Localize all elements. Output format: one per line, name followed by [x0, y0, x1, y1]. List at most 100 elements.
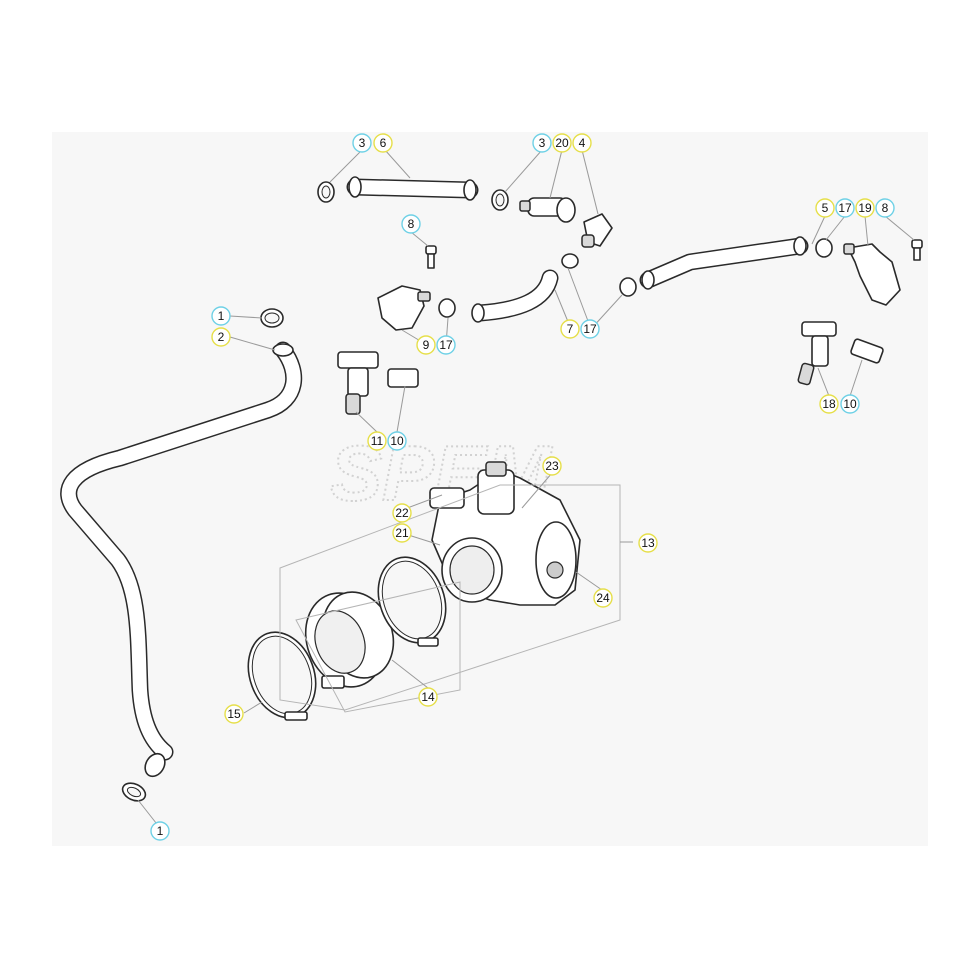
short-hose-part-7 [471, 269, 559, 323]
callout-c17a: 17 [436, 335, 456, 355]
fuel-rail-part-9 [377, 285, 431, 331]
screw-part-8-left [425, 245, 437, 269]
callout-c15: 15 [224, 704, 244, 724]
callout-number: 21 [395, 526, 409, 540]
callout-number: 22 [395, 506, 409, 520]
callout-c1a: 1 [211, 306, 231, 326]
callout-circle [552, 133, 572, 153]
callout-circle [392, 523, 412, 543]
callout-circle [373, 133, 393, 153]
callout-c17b: 17 [580, 319, 600, 339]
callout-number: 1 [157, 824, 164, 838]
callout-c14: 14 [418, 687, 438, 707]
callout-number: 11 [371, 434, 384, 448]
injector-connector-part-10-left [387, 368, 419, 388]
long-hose-part-2 [60, 341, 303, 778]
clamp-part-17-right [815, 238, 833, 258]
callout-circle [224, 704, 244, 724]
callout-c3b: 3 [532, 133, 552, 153]
callout-number: 14 [421, 690, 435, 704]
injector-connector-part-10-right [850, 338, 884, 364]
elbow-connector-part-4 [581, 213, 613, 248]
fuel-hose-right [639, 236, 809, 290]
intake-coupling-part-14 [304, 591, 395, 689]
callout-circle [593, 588, 613, 608]
callout-c20: 20 [552, 133, 572, 153]
fuel-rail-part-19 [843, 243, 901, 306]
hose-clamp-part-1-top [260, 308, 284, 328]
callout-c10b: 10 [387, 431, 407, 451]
callout-circle [580, 319, 600, 339]
throttle-body-part-13 [429, 461, 581, 606]
callout-number: 7 [567, 322, 574, 336]
callout-circle [572, 133, 592, 153]
callout-circle [387, 431, 407, 451]
callout-c2: 2 [211, 327, 231, 347]
callout-number: 4 [579, 136, 586, 150]
callout-circle [542, 456, 562, 476]
callout-circle [560, 319, 580, 339]
callout-c7: 7 [560, 319, 580, 339]
callout-circle [367, 431, 387, 451]
callout-circle [835, 198, 855, 218]
callout-c3a: 3 [352, 133, 372, 153]
callout-c18: 18 [819, 394, 839, 414]
callout-number: 19 [858, 201, 872, 215]
screw-part-8-right [911, 239, 923, 261]
clamp-part-3-left [317, 181, 335, 203]
callout-number: 2 [218, 330, 225, 344]
callout-c13: 13 [638, 533, 658, 553]
callout-circle [150, 821, 170, 841]
callout-circle [436, 335, 456, 355]
callout-number: 3 [359, 136, 366, 150]
callout-circle [532, 133, 552, 153]
leader-lines [137, 149, 915, 829]
callout-c23: 23 [542, 456, 562, 476]
clamp-part-17-small [561, 253, 579, 269]
callout-circle [352, 133, 372, 153]
quick-connector-part-20 [519, 197, 576, 223]
callout-circle [211, 327, 231, 347]
callout-number: 15 [227, 707, 241, 721]
callout-number: 6 [380, 136, 387, 150]
callout-number: 17 [583, 322, 597, 336]
callout-number: 20 [555, 136, 569, 150]
callout-circle [638, 533, 658, 553]
callout-number: 17 [439, 338, 453, 352]
callout-number: 23 [545, 459, 559, 473]
callout-number: 18 [822, 397, 836, 411]
callout-c5: 5 [815, 198, 835, 218]
callout-c10a: 10 [840, 394, 860, 414]
callout-c19: 19 [855, 198, 875, 218]
callout-number: 24 [596, 591, 610, 605]
callout-number: 8 [408, 217, 415, 231]
callout-number: 17 [838, 201, 852, 215]
group-bracket-13 [279, 484, 621, 711]
callout-circle [840, 394, 860, 414]
injector-part-18 [797, 321, 837, 386]
clamp-ring-upper [377, 556, 447, 647]
callout-circle [416, 335, 436, 355]
injector-part-11 [337, 351, 379, 415]
callout-number: 1 [218, 309, 225, 323]
callout-number: 13 [641, 536, 655, 550]
callout-c6: 6 [373, 133, 393, 153]
clamp-part-17-left [438, 298, 456, 318]
fuel-hose-part-6 [346, 176, 479, 201]
callout-c4: 4 [572, 133, 592, 153]
group-bracket-14 [295, 581, 461, 713]
hose-clamp-part-1-bottom [121, 782, 147, 802]
callout-circle [855, 198, 875, 218]
callout-c22: 22 [392, 503, 412, 523]
callout-circle [815, 198, 835, 218]
callout-c1b: 1 [150, 821, 170, 841]
callout-circle [819, 394, 839, 414]
callout-number: 10 [843, 397, 857, 411]
callout-circle [418, 687, 438, 707]
callout-c17c: 17 [835, 198, 855, 218]
callout-circle [401, 214, 421, 234]
callout-number: 8 [882, 201, 889, 215]
callout-number: 3 [539, 136, 546, 150]
callout-c24: 24 [593, 588, 613, 608]
